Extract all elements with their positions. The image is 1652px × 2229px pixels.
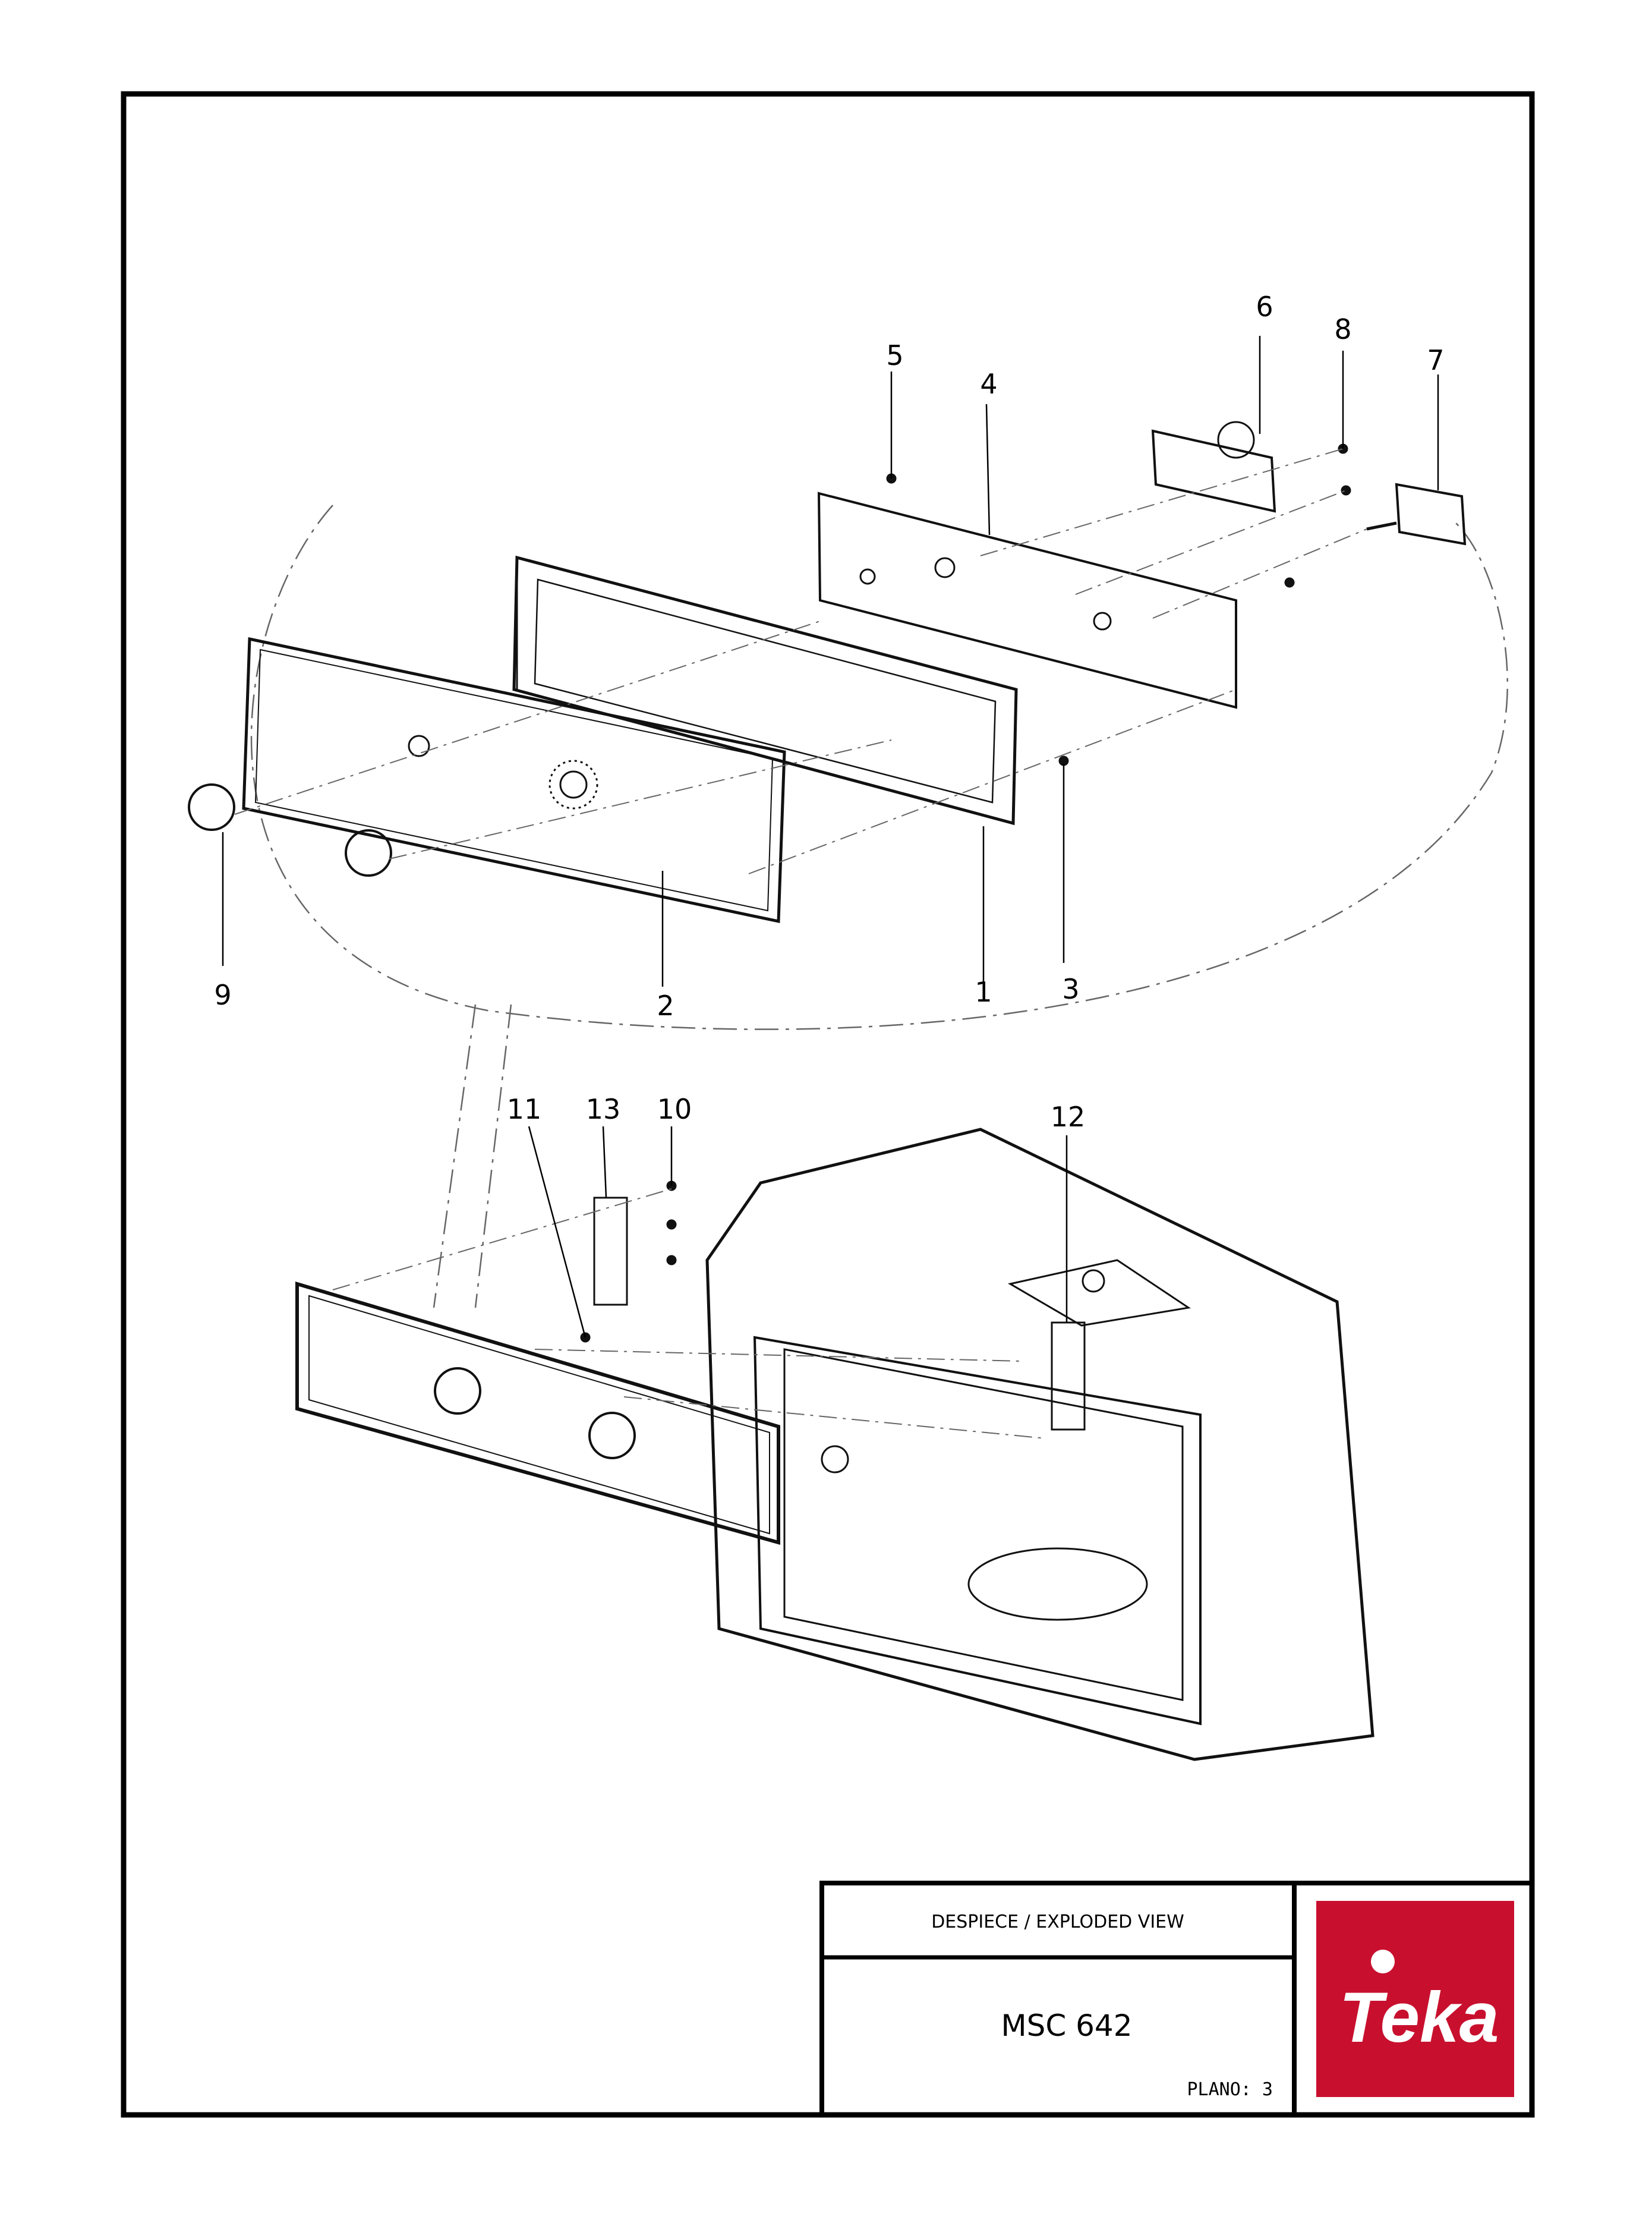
callout-2: 2 <box>657 990 674 1022</box>
bracket-part <box>1051 1321 1086 1431</box>
knob-part <box>188 783 235 831</box>
control-plate-part <box>817 492 1237 709</box>
oven-cavity <box>705 1128 1374 1761</box>
sheet-number: PLANO: 3 <box>1187 2079 1273 2100</box>
callout-11: 11 <box>507 1093 542 1125</box>
brand-logo <box>1316 1901 1514 2097</box>
timer-part <box>1151 429 1276 513</box>
oven-body-assembly <box>295 1126 1374 1761</box>
knob-part <box>345 829 392 877</box>
callout-10: 10 <box>657 1093 692 1125</box>
exploded-view-upper <box>188 336 1509 1308</box>
callout-12: 12 <box>1051 1101 1086 1133</box>
title-block: DESPIECE / EXPLODED VIEW MSC 642 PLANO: … <box>819 1881 1534 2117</box>
detail-leader <box>474 1004 512 1308</box>
model-number: MSC 642 <box>1001 2008 1132 2043</box>
detail-envelope <box>250 505 1509 1030</box>
title-heading: DESPIECE / EXPLODED VIEW <box>931 1912 1184 1932</box>
callout-4: 4 <box>980 368 997 400</box>
sheet-border <box>121 91 1535 2118</box>
frame-part <box>512 555 1018 826</box>
svg-text:Teka: Teka <box>1339 1978 1499 2057</box>
callout-7: 7 <box>1427 344 1444 376</box>
switch-part <box>1395 483 1467 546</box>
callout-labels: 5 4 6 8 7 9 2 1 3 11 13 10 12 <box>214 291 1444 1133</box>
callout-5: 5 <box>886 339 903 372</box>
front-control-panel <box>295 1281 780 1545</box>
brand-logo-mark: Teka <box>1339 1950 1499 2057</box>
callout-6: 6 <box>1256 291 1273 323</box>
bracket-part <box>593 1197 628 1306</box>
callout-8: 8 <box>1334 313 1351 345</box>
callout-3: 3 <box>1062 973 1079 1005</box>
callout-13: 13 <box>586 1093 621 1125</box>
callout-9: 9 <box>214 979 231 1011</box>
detail-leader <box>433 1004 477 1308</box>
callout-1: 1 <box>975 976 992 1008</box>
